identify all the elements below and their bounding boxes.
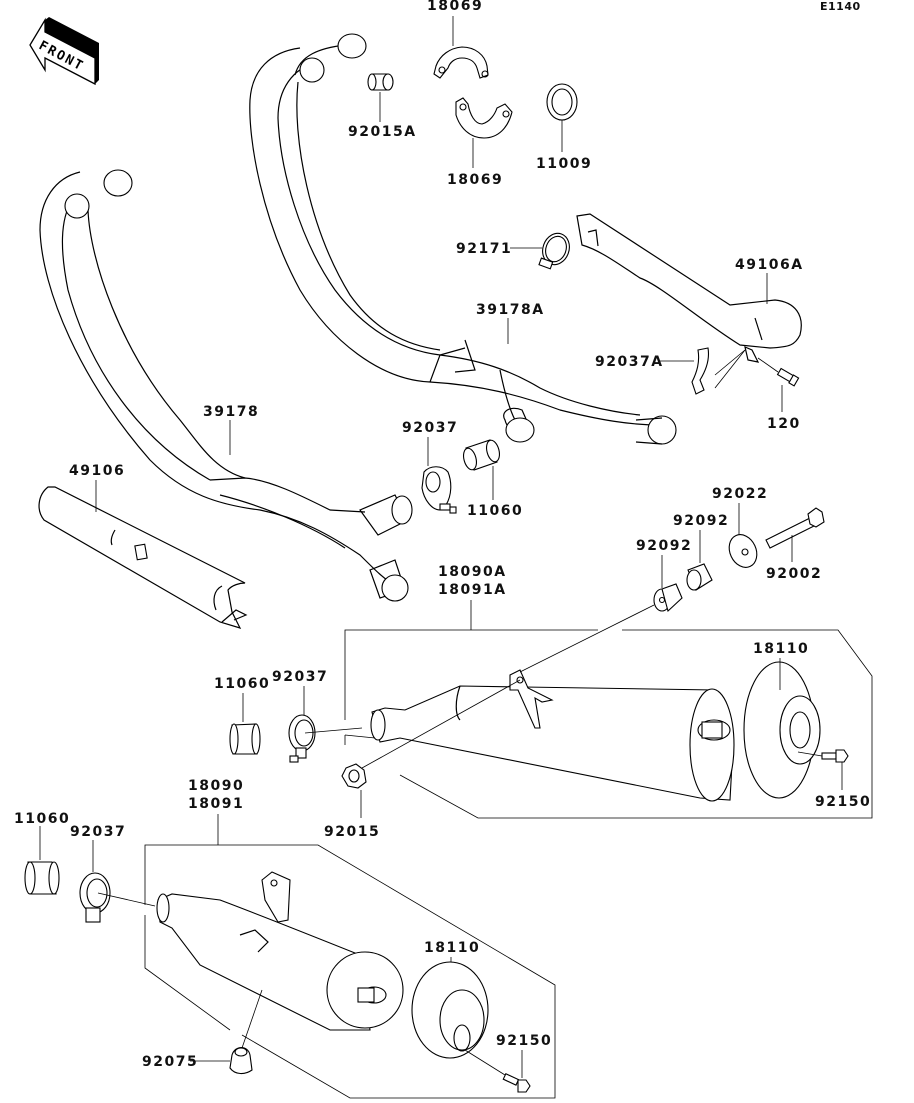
clamp-92037-mid[interactable] bbox=[421, 466, 457, 514]
callout-11060-mid: 11060 bbox=[467, 466, 523, 519]
bolt-92150-upper[interactable] bbox=[797, 749, 849, 763]
callout-18069-bottom: 18069 bbox=[447, 138, 503, 188]
clamp-18069-bottom[interactable] bbox=[455, 97, 513, 139]
gasket-11060-upper[interactable] bbox=[229, 723, 261, 755]
part-number-label: 92037A bbox=[595, 354, 664, 370]
callout-11060-lower: 11060 bbox=[14, 811, 70, 860]
end-cap-18110-lower[interactable] bbox=[411, 961, 489, 1059]
callout-92037-upper: 92037 bbox=[272, 669, 328, 715]
front-arrow-icon: FRONT bbox=[29, 17, 99, 86]
callout-92150-lower: 92150 bbox=[496, 1033, 552, 1078]
gasket-11060-lower[interactable] bbox=[24, 861, 60, 895]
part-number-label: 18090 bbox=[188, 778, 244, 794]
muffler-18090[interactable] bbox=[156, 871, 404, 1031]
muffler-18090A[interactable] bbox=[370, 669, 735, 802]
callout-92092-a: 92092 bbox=[636, 538, 692, 588]
part-number-label: 18110 bbox=[424, 940, 480, 956]
callout-92171: 92171 bbox=[456, 241, 542, 257]
heat-shield-49106A[interactable] bbox=[576, 213, 802, 363]
part-number-label: 39178A bbox=[476, 302, 545, 318]
callout-92150-upper: 92150 bbox=[815, 762, 871, 810]
reference-code: E1140 bbox=[820, 0, 861, 13]
part-number-label: 92002 bbox=[766, 566, 822, 582]
part-number-label: 11060 bbox=[467, 503, 523, 519]
damper-92075[interactable] bbox=[229, 989, 263, 1075]
band-clamp-92171[interactable] bbox=[538, 230, 573, 270]
part-number-label: 11060 bbox=[214, 676, 270, 692]
part-number-label: 92171 bbox=[456, 241, 512, 257]
clamp-92037-upper[interactable] bbox=[288, 714, 363, 763]
part-number-label: 92092 bbox=[673, 513, 729, 529]
part-number-label: 18069 bbox=[447, 172, 503, 188]
clamp-18069-top[interactable] bbox=[433, 46, 489, 79]
callout-92002: 92002 bbox=[766, 535, 822, 582]
part-number-label: 18069 bbox=[427, 0, 483, 14]
callout-92037A: 92037A bbox=[595, 354, 694, 370]
callout-18090A-18091A: 18090A 18091A bbox=[344, 564, 873, 819]
part-number-label: 92037 bbox=[70, 824, 126, 840]
part-number-label: 120 bbox=[767, 416, 801, 432]
part-number-label: 92150 bbox=[496, 1033, 552, 1049]
part-number-label: 92015A bbox=[348, 124, 417, 140]
callout-39178: 39178 bbox=[203, 404, 259, 455]
exhaust-pipe-39178[interactable] bbox=[39, 169, 413, 602]
clamp-92037A[interactable] bbox=[691, 347, 746, 395]
callout-92022: 92022 bbox=[712, 486, 768, 535]
callout-92092-b: 92092 bbox=[673, 513, 729, 563]
callout-92015: 92015 bbox=[324, 790, 380, 840]
part-number-label: 92092 bbox=[636, 538, 692, 554]
part-number-label: 92037 bbox=[402, 420, 458, 436]
part-number-label: 18110 bbox=[753, 641, 809, 657]
collar-92015A[interactable] bbox=[367, 73, 394, 91]
callout-92037-mid: 92037 bbox=[402, 420, 458, 466]
bolt-92150-lower[interactable] bbox=[464, 1049, 531, 1093]
callout-18110-lower: 18110 bbox=[424, 940, 480, 962]
part-number-label: 92075 bbox=[142, 1054, 198, 1070]
callout-18069-top: 18069 bbox=[427, 0, 483, 46]
part-number-label: 39178 bbox=[203, 404, 259, 420]
callout-39178A: 39178A bbox=[476, 302, 545, 344]
part-number-label: 11009 bbox=[536, 156, 592, 172]
exhaust-pipe-39178A[interactable] bbox=[249, 33, 677, 445]
callout-49106A: 49106A bbox=[735, 257, 804, 304]
part-number-label: 18091A bbox=[438, 582, 507, 598]
part-number-label: 92022 bbox=[712, 486, 768, 502]
damper-92092-a[interactable] bbox=[519, 583, 683, 673]
part-number-label: 92037 bbox=[272, 669, 328, 685]
heat-shield-49106[interactable] bbox=[38, 486, 248, 629]
callout-49106: 49106 bbox=[69, 463, 125, 512]
part-number-label: 92150 bbox=[815, 794, 871, 810]
part-number-label: 18091 bbox=[188, 796, 244, 812]
damper-92092-b[interactable] bbox=[686, 563, 713, 591]
callout-11009: 11009 bbox=[536, 120, 592, 172]
part-number-label: 49106 bbox=[69, 463, 125, 479]
callout-92015A: 92015A bbox=[348, 92, 417, 140]
gasket-11009[interactable] bbox=[546, 83, 578, 121]
part-number-label: 18090A bbox=[438, 564, 507, 580]
callout-120: 120 bbox=[767, 385, 801, 432]
callout-11060-upper: 11060 bbox=[214, 676, 270, 722]
callout-92037-lower: 92037 bbox=[70, 824, 126, 872]
callout-18110-upper: 18110 bbox=[753, 641, 809, 690]
bolt-120[interactable] bbox=[757, 357, 800, 387]
part-number-label: 92015 bbox=[324, 824, 380, 840]
part-number-label: 49106A bbox=[735, 257, 804, 273]
callout-18090-18091: 18090 18091 bbox=[144, 778, 556, 1099]
gasket-11060-mid[interactable] bbox=[461, 439, 501, 471]
part-number-label: 11060 bbox=[14, 811, 70, 827]
bolt-92002[interactable] bbox=[765, 507, 825, 549]
clamp-92037-lower[interactable] bbox=[79, 872, 156, 923]
callout-92075: 92075 bbox=[142, 1054, 230, 1070]
washer-92022[interactable] bbox=[724, 530, 762, 572]
end-cap-18110-upper[interactable] bbox=[743, 661, 821, 799]
nut-92015[interactable] bbox=[341, 679, 521, 789]
